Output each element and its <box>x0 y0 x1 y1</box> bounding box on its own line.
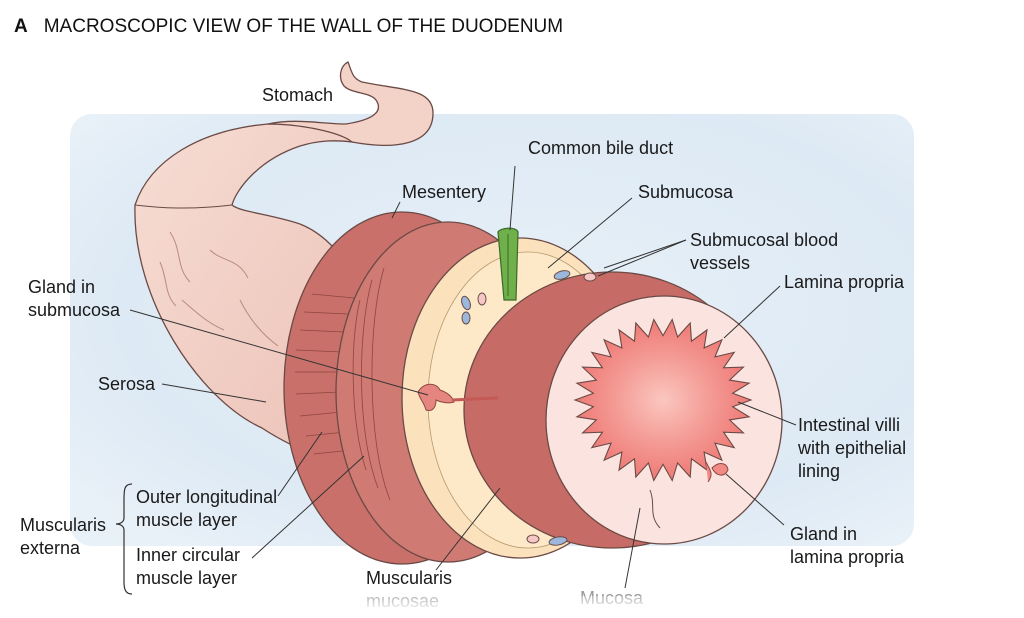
label-intestinal-villi-2: with epithelial <box>798 438 907 458</box>
label-gland-in-lamina-propria-2: lamina propria <box>790 547 905 567</box>
label-outer-longitudinal-2: muscle layer <box>136 510 238 530</box>
title-text: MACROSCOPIC VIEW OF THE WALL OF THE DUOD… <box>43 16 564 37</box>
label-gland-in-submucosa-1: Gland in <box>28 277 96 297</box>
label-gland-in-submucosa-2: submucosa <box>28 300 121 320</box>
label-muscularis-externa-2: externa <box>20 538 81 558</box>
gland-submucosa <box>417 383 455 411</box>
label-inner-circular-2: muscle layer <box>136 568 238 588</box>
figure-title: A MACROSCOPIC VIEW OF THE WALL OF THE DUO… <box>14 16 563 38</box>
label-serosa: Serosa <box>98 374 156 394</box>
leader-lines <box>129 165 797 589</box>
label-submucosal-blood-vessels-1: Submucosal blood <box>690 230 839 250</box>
submucosal-vessels <box>461 270 597 546</box>
serosa-vessel-lines <box>159 231 279 347</box>
bottom-fade <box>0 596 1024 613</box>
label-gland-in-lamina-propria-1: Gland in <box>790 524 858 544</box>
gland-lamina-propria <box>705 461 729 483</box>
label-lamina-propria: Lamina propria <box>784 272 905 292</box>
gland-submucosa-duct <box>451 396 499 402</box>
label-intestinal-villi-3: lining <box>798 461 841 481</box>
label-muscularis-externa-1: Muscularis <box>20 515 107 535</box>
muscularis-externa-brace <box>115 483 133 595</box>
label-submucosa: Submucosa <box>638 182 734 202</box>
mucosa-crease <box>649 489 661 529</box>
label-intestinal-villi-1: Intestinal villi <box>798 415 901 435</box>
label-outer-longitudinal-1: Outer longitudinal <box>136 487 278 507</box>
label-mesentery: Mesentery <box>402 182 487 202</box>
outer-muscle-striations <box>295 293 355 455</box>
panel-letter: A <box>14 16 28 37</box>
label-muscularis-mucosae-1: Muscularis <box>366 568 453 588</box>
label-common-bile-duct: Common bile duct <box>528 138 674 158</box>
inner-muscle-bands <box>352 267 391 501</box>
label-submucosal-blood-vessels-2: vessels <box>690 253 751 273</box>
serosa-fold-edge <box>134 204 233 209</box>
label-inner-circular-1: Inner circular <box>136 545 241 565</box>
label-stomach: Stomach <box>262 85 334 105</box>
